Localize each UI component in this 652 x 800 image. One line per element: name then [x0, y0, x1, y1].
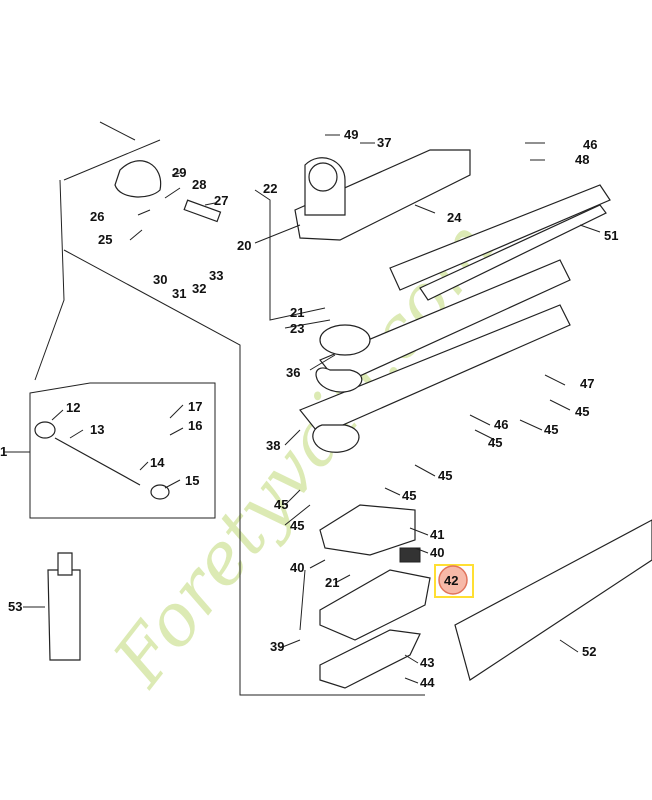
label-39: 39 [270, 639, 284, 654]
grease-tube-nozzle [57, 552, 73, 576]
gear-wheel [308, 162, 338, 192]
label-45-c: 45 [488, 435, 502, 450]
inset-cap [34, 421, 56, 439]
label-45-e: 45 [402, 488, 416, 503]
highlight-box [434, 564, 474, 598]
label-44: 44 [420, 675, 435, 690]
label-16: 16 [188, 418, 202, 433]
label-40: 40 [430, 545, 444, 560]
label-29: 29 [172, 165, 186, 180]
gasket [319, 504, 416, 556]
part-42-sleeve [399, 547, 421, 563]
label-49: 49 [344, 127, 358, 142]
label-43: 43 [420, 655, 434, 670]
cam-disc [319, 324, 371, 356]
label-45-b: 45 [544, 422, 558, 437]
label-45-f: 45 [274, 497, 288, 512]
label-25: 25 [98, 232, 112, 247]
callout-labels: 49 37 46 48 29 28 27 26 25 22 20 24 51 3… [0, 127, 618, 690]
label-37: 37 [377, 135, 391, 150]
blade-bar-lower [419, 204, 607, 301]
label-52: 52 [582, 644, 596, 659]
gear-housing [294, 149, 471, 241]
lower-blade [299, 304, 571, 436]
label-27: 27 [214, 193, 228, 208]
label-21-b: 21 [325, 575, 339, 590]
label-30: 30 [153, 272, 167, 287]
blade-end-loop-lower [312, 424, 360, 453]
label-41: 41 [430, 527, 444, 542]
label-13: 13 [90, 422, 104, 437]
inset-washer [150, 484, 170, 500]
grease-tube [47, 569, 81, 661]
label-48: 48 [575, 152, 589, 167]
label-40-b: 40 [290, 560, 304, 575]
highlight-circle [438, 565, 468, 595]
label-20: 20 [237, 238, 251, 253]
label-53: 53 [8, 599, 22, 614]
clamp [114, 160, 162, 198]
label-46: 46 [583, 137, 597, 152]
label-47: 47 [580, 376, 594, 391]
transport-guard [454, 519, 652, 681]
label-26: 26 [90, 209, 104, 224]
label-45-g: 45 [290, 518, 304, 533]
leader-lines [3, 134, 601, 684]
label-51: 51 [604, 228, 618, 243]
label-21: 21 [290, 305, 304, 320]
label-33: 33 [209, 268, 223, 283]
label-45-d: 45 [438, 468, 452, 483]
label-36: 36 [286, 365, 300, 380]
drive-shaft [183, 199, 222, 223]
label-28: 28 [192, 177, 206, 192]
label-32: 32 [192, 281, 206, 296]
label-1: 1 [0, 444, 7, 459]
blade-end-loop [315, 367, 363, 393]
label-22: 22 [263, 181, 277, 196]
label-12: 12 [66, 400, 80, 415]
label-38: 38 [266, 438, 280, 453]
label-24: 24 [447, 210, 462, 225]
inset-rod [54, 437, 141, 486]
label-45-a: 45 [575, 404, 589, 419]
inset-box [29, 382, 216, 519]
label-15: 15 [185, 473, 199, 488]
boundary-lines [34, 121, 425, 696]
label-42: 42 [444, 573, 458, 588]
label-23: 23 [290, 321, 304, 336]
label-14: 14 [150, 455, 165, 470]
label-17: 17 [188, 399, 202, 414]
label-46-b: 46 [494, 417, 508, 432]
label-31: 31 [172, 286, 186, 301]
bottom-cover [319, 629, 421, 689]
gear-cover-housing [319, 569, 431, 641]
blade-bar [389, 184, 611, 291]
